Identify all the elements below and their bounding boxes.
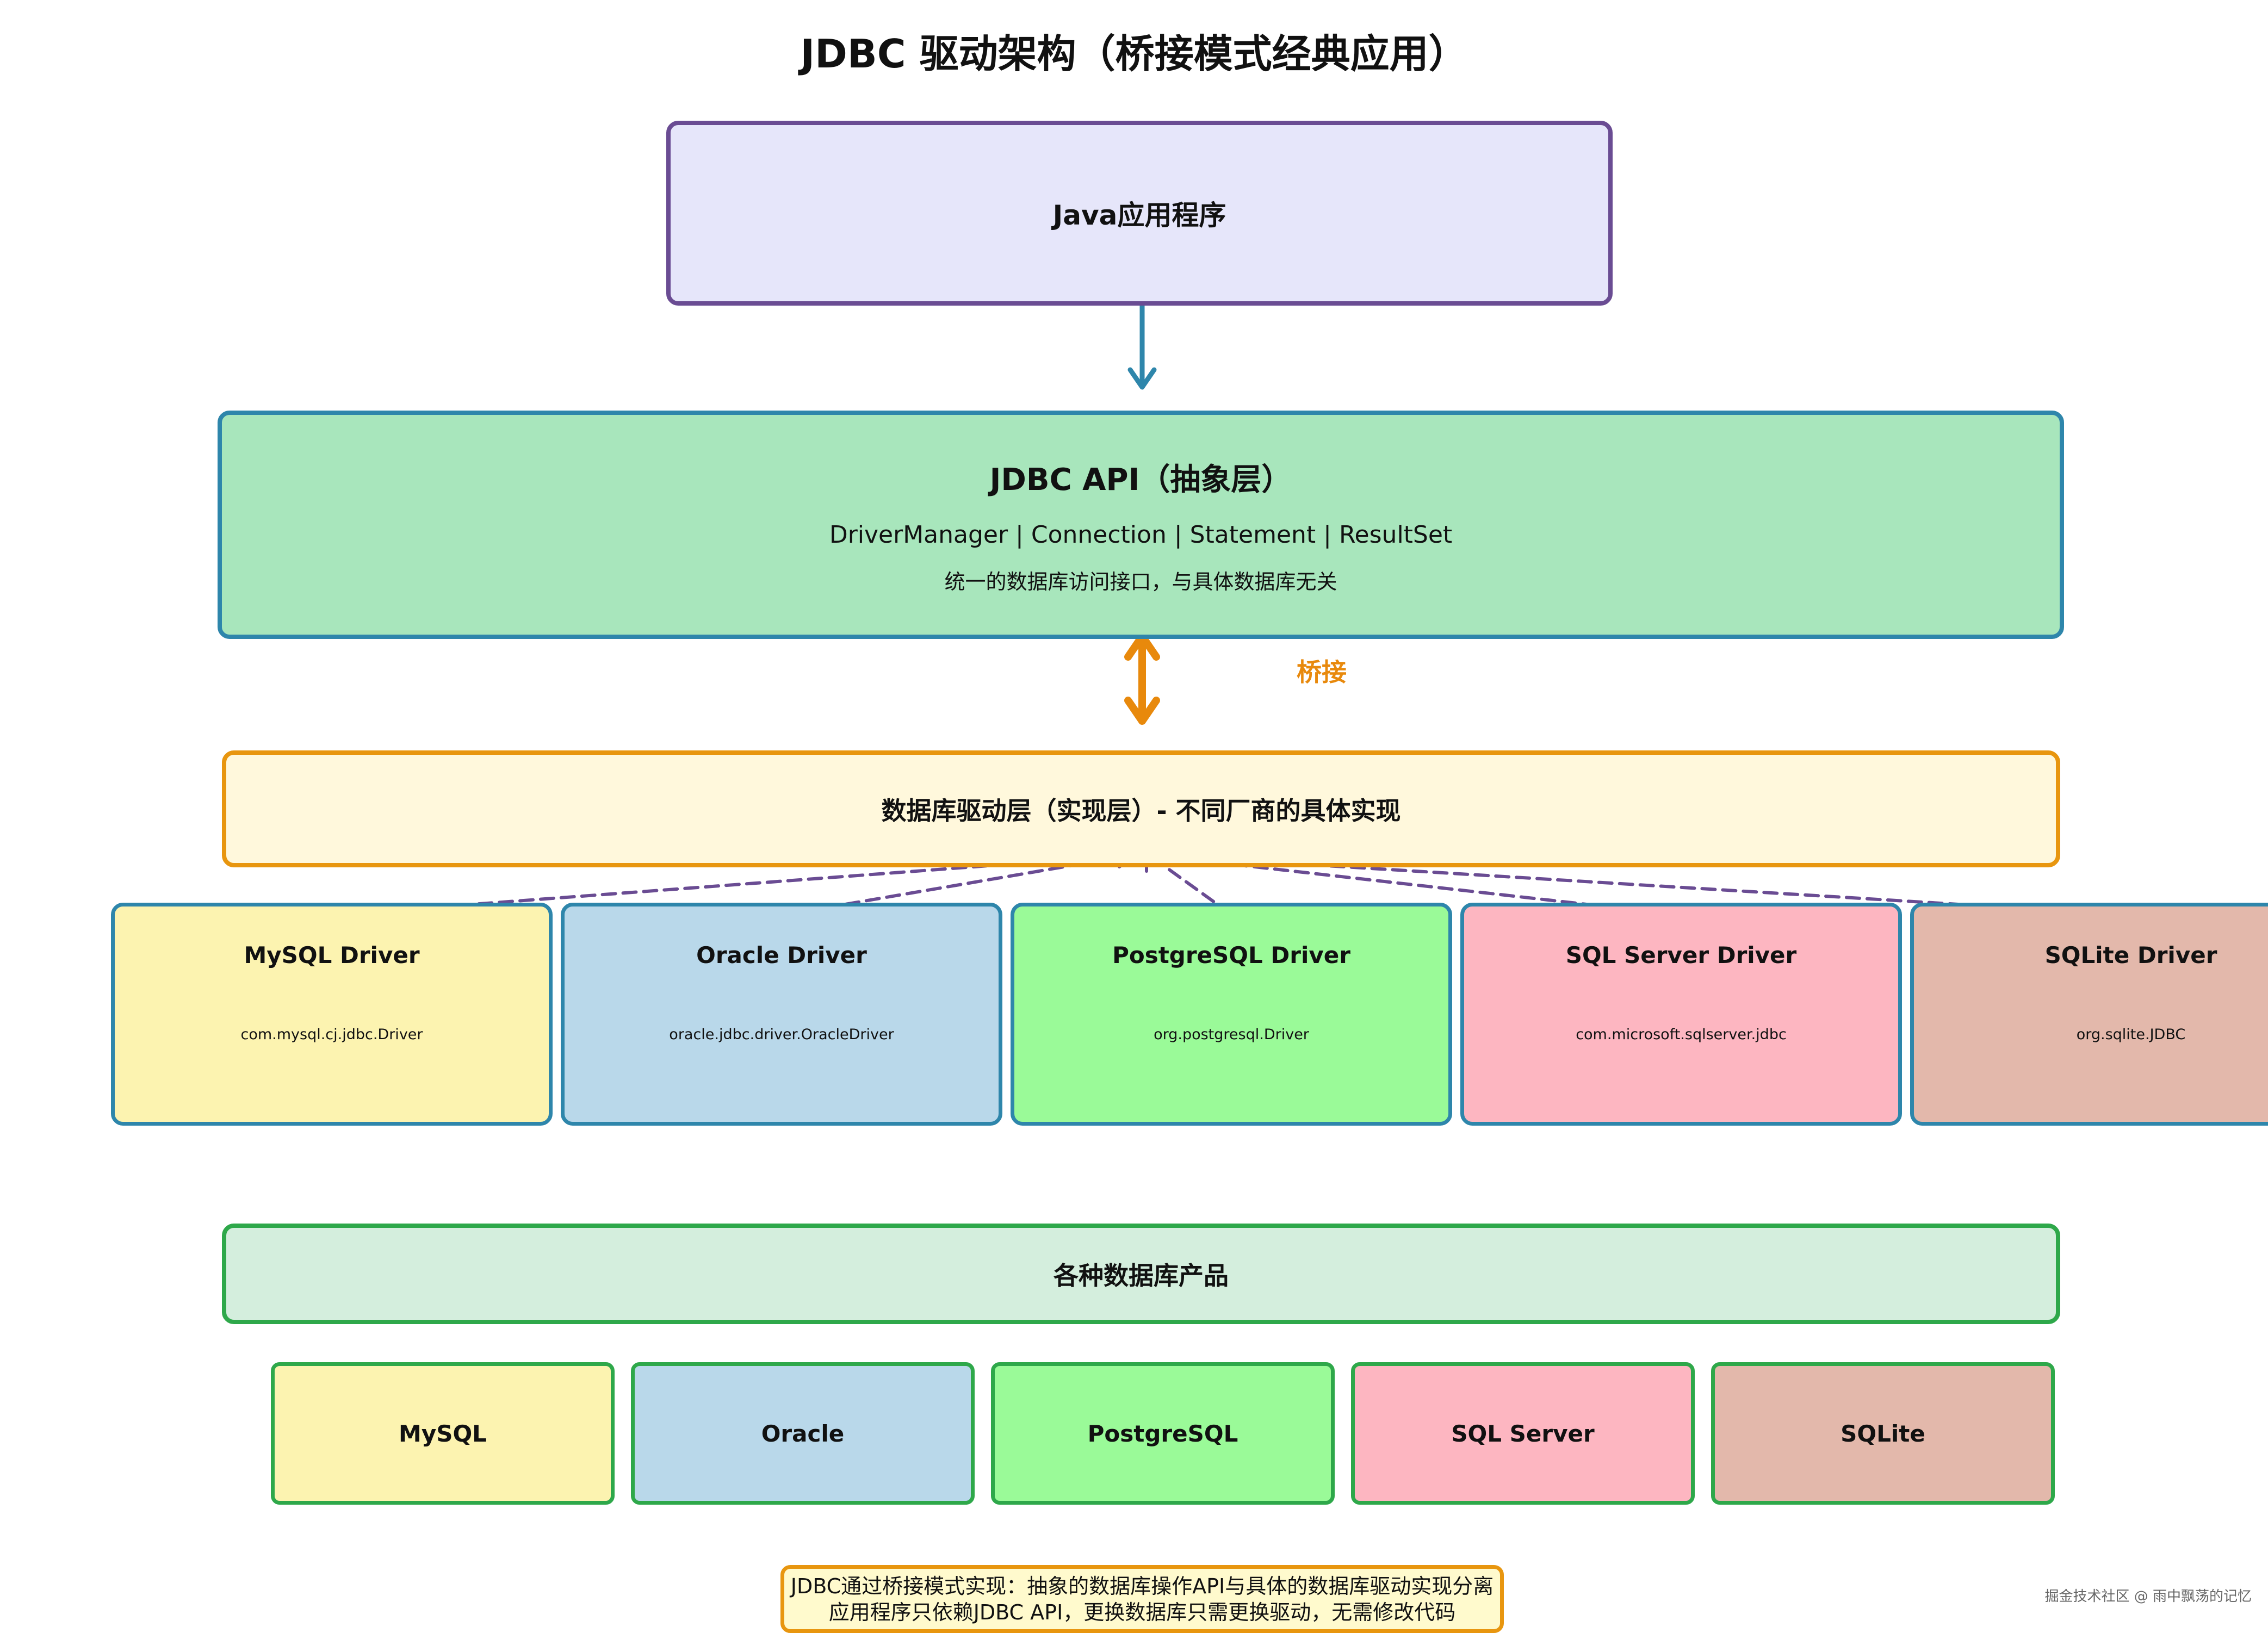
summary-note-line1: JDBC通过桥接模式实现：抽象的数据库操作API与具体的数据库驱动实现分离 xyxy=(790,1574,1494,1598)
driver-name: PostgreSQL Driver xyxy=(1112,942,1350,968)
driver-class: org.sqlite.JDBC xyxy=(2076,1026,2186,1043)
database-name: SQL Server xyxy=(1451,1420,1595,1447)
oracle-database-box: Oracle xyxy=(631,1362,975,1505)
driver-class: oracle.jdbc.driver.OracleDriver xyxy=(669,1026,894,1043)
bridge-double-arrow xyxy=(1124,632,1160,725)
driver-name: Oracle Driver xyxy=(696,942,867,968)
sqlserver-database-box: SQL Server xyxy=(1351,1362,1695,1505)
summary-note-line2: 应用程序只依赖JDBC API，更换数据库只需更换驱动，无需修改代码 xyxy=(828,1600,1456,1624)
sqlserver-driver-box: SQL Server Driver com.microsoft.sqlserve… xyxy=(1460,903,1902,1126)
driver-layer-label: 数据库驱动层（实现层）- 不同厂商的具体实现 xyxy=(881,796,1401,825)
driver-class: com.mysql.cj.jdbc.Driver xyxy=(240,1026,423,1043)
products-layer-label: 各种数据库产品 xyxy=(1054,1261,1229,1290)
postgresql-driver-box: PostgreSQL Driver org.postgresql.Driver xyxy=(1011,903,1452,1126)
sqlite-database-box: SQLite xyxy=(1711,1362,2055,1505)
database-name: Oracle xyxy=(761,1420,845,1447)
driver-class: com.microsoft.sqlserver.jdbc xyxy=(1576,1026,1787,1043)
jdbc-api-layer: JDBC API（抽象层） DriverManager | Connection… xyxy=(218,411,2064,639)
summary-note: JDBC通过桥接模式实现：抽象的数据库操作API与具体的数据库驱动实现分离 应用… xyxy=(780,1565,1504,1633)
database-name: PostgreSQL xyxy=(1087,1420,1238,1447)
driver-name: MySQL Driver xyxy=(244,942,420,968)
database-products-layer: 各种数据库产品 xyxy=(222,1224,2060,1324)
driver-implementation-layer: 数据库驱动层（实现层）- 不同厂商的具体实现 xyxy=(222,750,2060,867)
java-application-label: Java应用程序 xyxy=(1052,200,1226,231)
oracle-driver-box: Oracle Driver oracle.jdbc.driver.OracleD… xyxy=(561,903,1002,1126)
sqlite-driver-box: SQLite Driver org.sqlite.JDBC xyxy=(1910,903,2268,1126)
postgresql-database-box: PostgreSQL xyxy=(991,1362,1335,1505)
app-to-api-arrow xyxy=(1127,291,1157,390)
watermark: 掘金技术社区 @ 雨中飘荡的记忆 xyxy=(2044,1588,2252,1605)
mysql-database-box: MySQL xyxy=(271,1362,615,1505)
java-application-box: Java应用程序 xyxy=(666,121,1613,306)
driver-class: org.postgresql.Driver xyxy=(1154,1026,1309,1043)
diagram-title: JDBC 驱动架构（桥接模式经典应用） xyxy=(800,31,1468,77)
database-name: SQLite xyxy=(1841,1420,1925,1447)
mysql-driver-box: MySQL Driver com.mysql.cj.jdbc.Driver xyxy=(111,903,553,1126)
database-name: MySQL xyxy=(399,1420,487,1447)
jdbc-api-description: 统一的数据库访问接口，与具体数据库无关 xyxy=(944,569,1337,594)
driver-name: SQL Server Driver xyxy=(1565,942,1797,968)
driver-name: SQLite Driver xyxy=(2044,942,2217,968)
jdbc-api-classes: DriverManager | Connection | Statement |… xyxy=(829,520,1453,549)
jdbc-api-title: JDBC API（抽象层） xyxy=(989,462,1292,498)
bridge-label: 桥接 xyxy=(1297,657,1347,687)
